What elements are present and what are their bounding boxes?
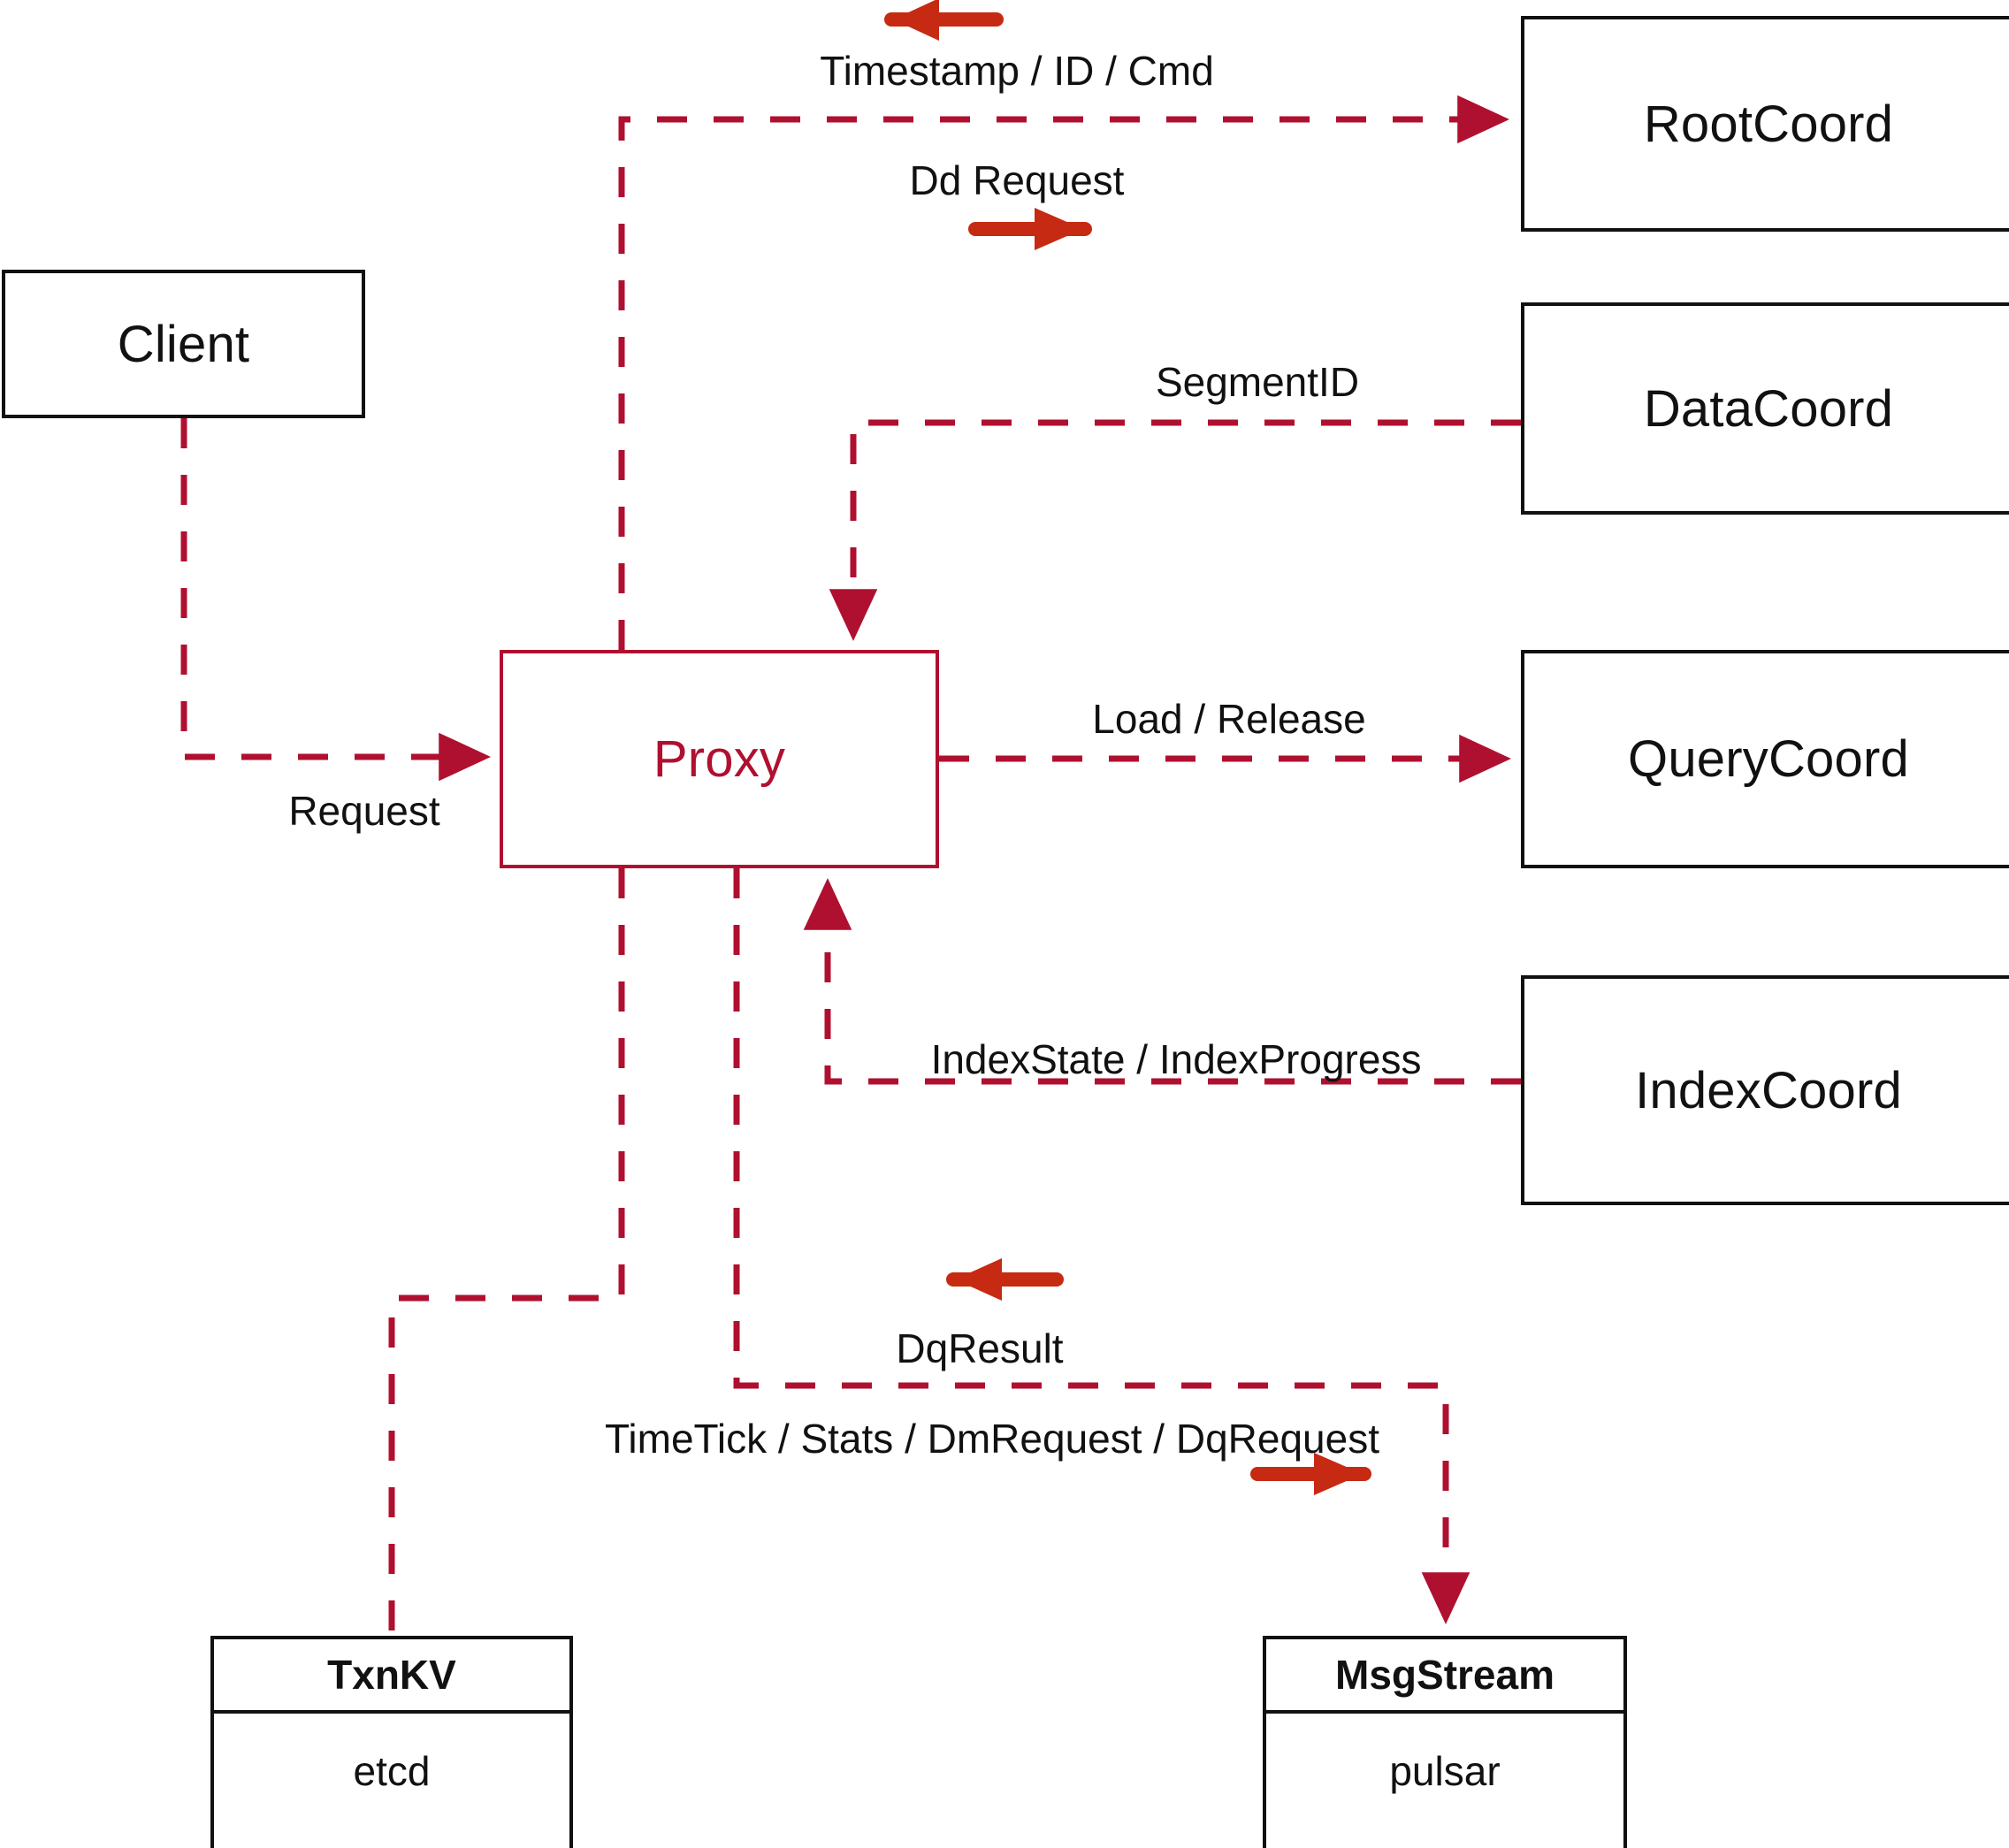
arrow-dd-request xyxy=(968,208,1092,250)
txnkv-header-label: TxnKV xyxy=(327,1652,456,1698)
node-datacoord[interactable]: DataCoord xyxy=(1521,302,2009,515)
arrow-timestamp-id-cmd xyxy=(884,0,1004,41)
edge-label-timetick-stats-dmrequest-dqrequest: TimeTick / Stats / DmRequest / DqRequest xyxy=(605,1416,1379,1462)
edge-label-segmentid: SegmentID xyxy=(1155,359,1360,405)
edge-datacoord-to-proxy xyxy=(829,419,1521,641)
txnkv-body-label: etcd xyxy=(353,1748,431,1794)
edge-label-load-release: Load / Release xyxy=(1092,696,1366,742)
node-client-label: Client xyxy=(117,315,250,373)
txnkv-body: etcd xyxy=(214,1714,569,1848)
node-indexcoord[interactable]: IndexCoord xyxy=(1521,975,2009,1205)
msgstream-header-label: MsgStream xyxy=(1335,1652,1554,1698)
msgstream-body: pulsar xyxy=(1266,1714,1623,1848)
node-proxy[interactable]: Proxy xyxy=(500,650,939,868)
node-client[interactable]: Client xyxy=(2,270,365,418)
edge-label-indexstate-indexprogress: IndexState / IndexProgress xyxy=(930,1036,1422,1082)
edge-label-request: Request xyxy=(288,788,440,834)
node-rootcoord-label: RootCoord xyxy=(1643,95,1894,153)
node-datacoord-label: DataCoord xyxy=(1643,379,1894,438)
edge-proxy-to-msgstream xyxy=(733,868,1470,1624)
node-querycoord[interactable]: QueryCoord xyxy=(1521,650,2009,868)
node-indexcoord-label: IndexCoord xyxy=(1635,1061,1902,1119)
node-msgstream[interactable]: MsgStream pulsar xyxy=(1263,1636,1627,1848)
solid-arrow-group xyxy=(884,0,1371,1495)
edge-proxy-to-txnkv xyxy=(388,868,625,1634)
node-proxy-label: Proxy xyxy=(653,730,786,788)
edge-label-dd-request: Dd Request xyxy=(909,157,1125,203)
node-rootcoord[interactable]: RootCoord xyxy=(1521,16,2009,232)
txnkv-header: TxnKV xyxy=(214,1639,569,1714)
edge-label-timestamp-id-cmd: Timestamp / ID / Cmd xyxy=(820,48,1214,94)
msgstream-body-label: pulsar xyxy=(1389,1748,1501,1794)
edge-indexcoord-to-proxy xyxy=(803,878,1521,1085)
arrow-dqresult xyxy=(946,1258,1064,1301)
edge-client-to-proxy xyxy=(180,418,491,782)
node-txnkv[interactable]: TxnKV etcd xyxy=(210,1636,573,1848)
edge-label-dqresult: DqResult xyxy=(896,1325,1064,1371)
edge-proxy-to-rootcoord xyxy=(618,95,1509,650)
node-querycoord-label: QueryCoord xyxy=(1628,730,1909,788)
msgstream-header: MsgStream xyxy=(1266,1639,1623,1714)
arrow-timetick-stats xyxy=(1250,1453,1371,1495)
